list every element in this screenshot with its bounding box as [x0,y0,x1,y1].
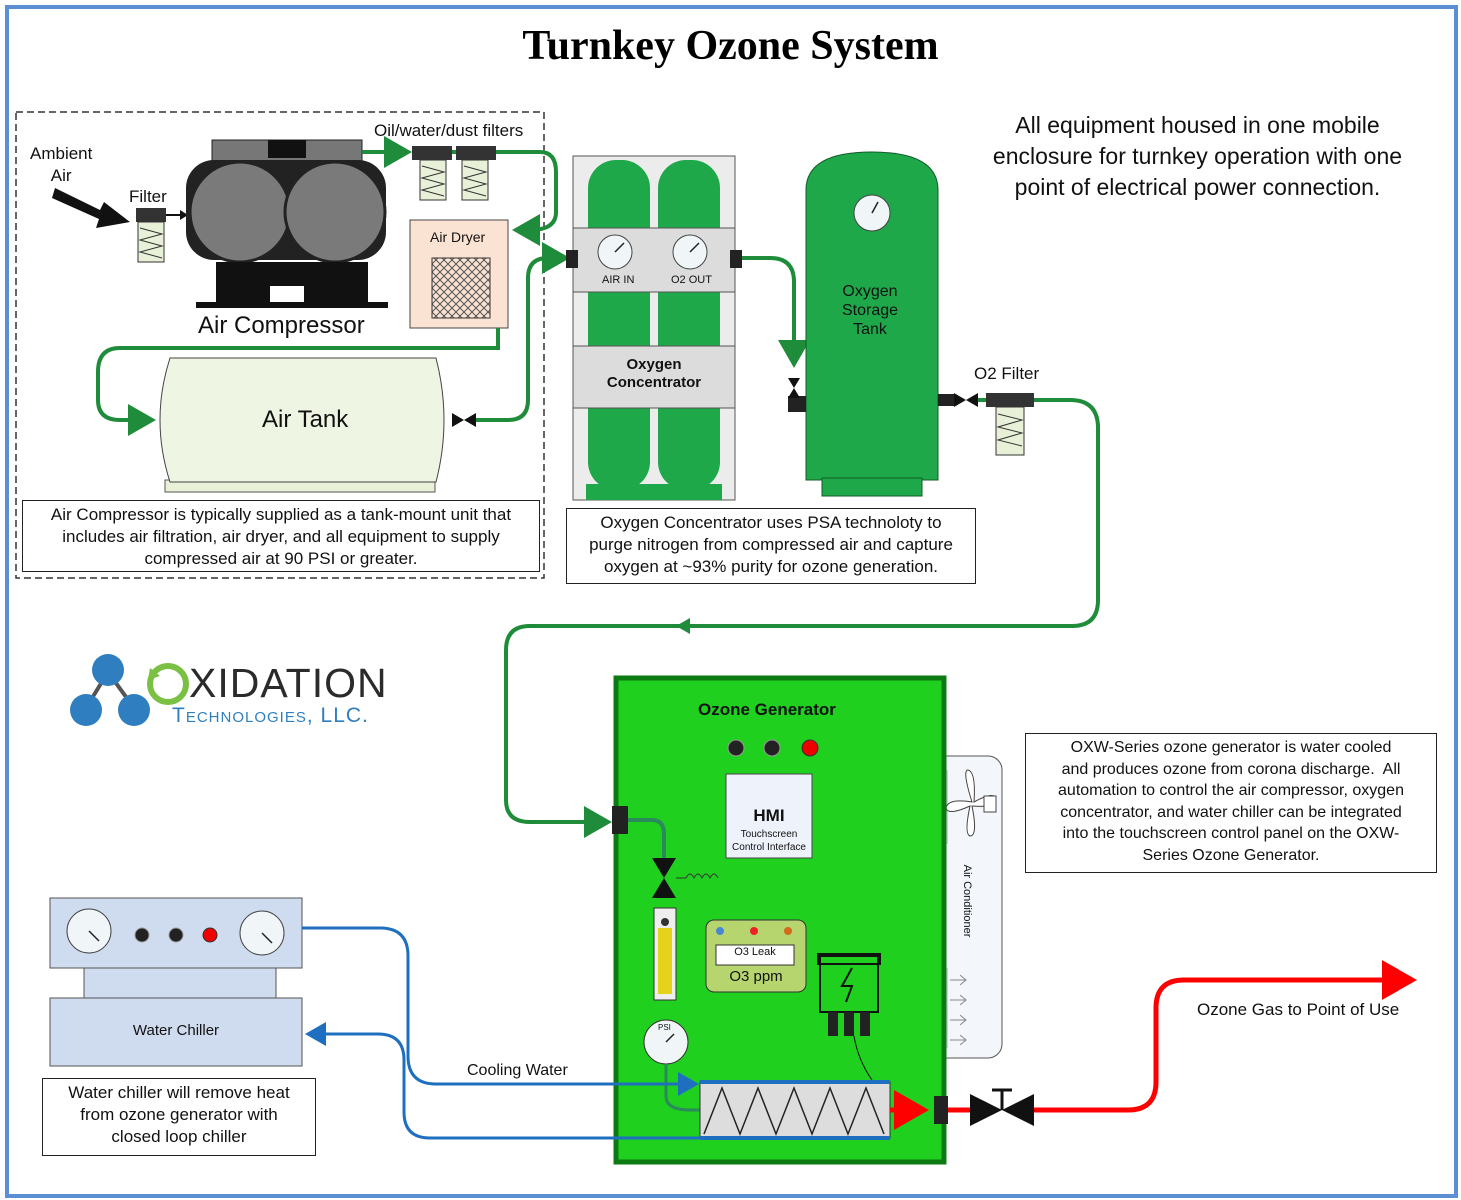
hmi-sub-label: Touchscreen Control Interface [732,829,806,853]
ozone-output-valve-icon [970,1088,1034,1126]
o3-leak-label: O3 Leak [734,946,776,958]
compressor-package-boundary [15,111,545,579]
air-dryer-label: Air Dryer [430,229,486,245]
air-dryer-icon [409,219,509,329]
diagram-title: Turnkey Ozone System [522,23,939,69]
oxygen-storage-tank-icon [788,151,939,497]
oxygen-concentrator-label: Oxygen Concentrator [606,356,702,391]
air-conditioner-label: Air Conditioner [961,864,973,938]
oil-water-dust-filters-icon [412,146,496,201]
ambient-air-label: Ambient Air [30,144,93,185]
ozone-generator-icon [612,675,948,1165]
air-compressor-label: Air Compressor [198,312,365,339]
logo-subtitle: Technologies, LLC. [172,704,369,727]
o2-filter-icon [986,393,1034,456]
air-compressor-icon [186,139,388,308]
compressor-note: Air Compressor is typically supplied as … [22,500,540,572]
air-tank-icon [159,357,445,493]
intake-filter-icon [136,208,188,263]
psi-label: PSI [658,1023,671,1032]
air-tank-valve-icon [452,413,476,427]
ozone-gas-label: Ozone Gas to Point of Use [1197,1000,1400,1019]
water-chiller-icon [49,897,303,1067]
cooling-water-label: Cooling Water [467,1062,568,1079]
oxygen-concentrator-icon [566,155,742,501]
air-in-label: AIR IN [602,274,635,286]
oxidation-logo [70,654,189,726]
oil-water-dust-filters-label: Oil/water/dust filters [374,121,524,140]
enclosure-note: All equipment housed in one mobile enclo… [992,112,1403,200]
ambient-air-arrow-icon [52,188,130,228]
o3-ppm-label: O3 ppm [729,968,783,985]
ozone-generator-label: Ozone Generator [698,700,836,719]
concentrator-note: Oxygen Concentrator uses PSA technoloty … [566,508,976,584]
filter-label: Filter [129,187,167,206]
chiller-note: Water chiller will remove heat from ozon… [42,1078,316,1156]
logo-name: XIDATION [189,660,388,706]
storage-tank-valve-icon [938,393,978,407]
hmi-label: HMI [753,806,785,825]
o2-out-label: O2 OUT [671,274,712,286]
water-chiller-label: Water Chiller [132,1022,220,1039]
o2-filter-label: O2 Filter [974,364,1040,383]
generator-note: OXW-Series ozone generator is water cool… [1025,733,1437,873]
air-tank-label: Air Tank [262,406,349,433]
oxygen-storage-tank-label: Oxygen Storage Tank [841,283,899,338]
